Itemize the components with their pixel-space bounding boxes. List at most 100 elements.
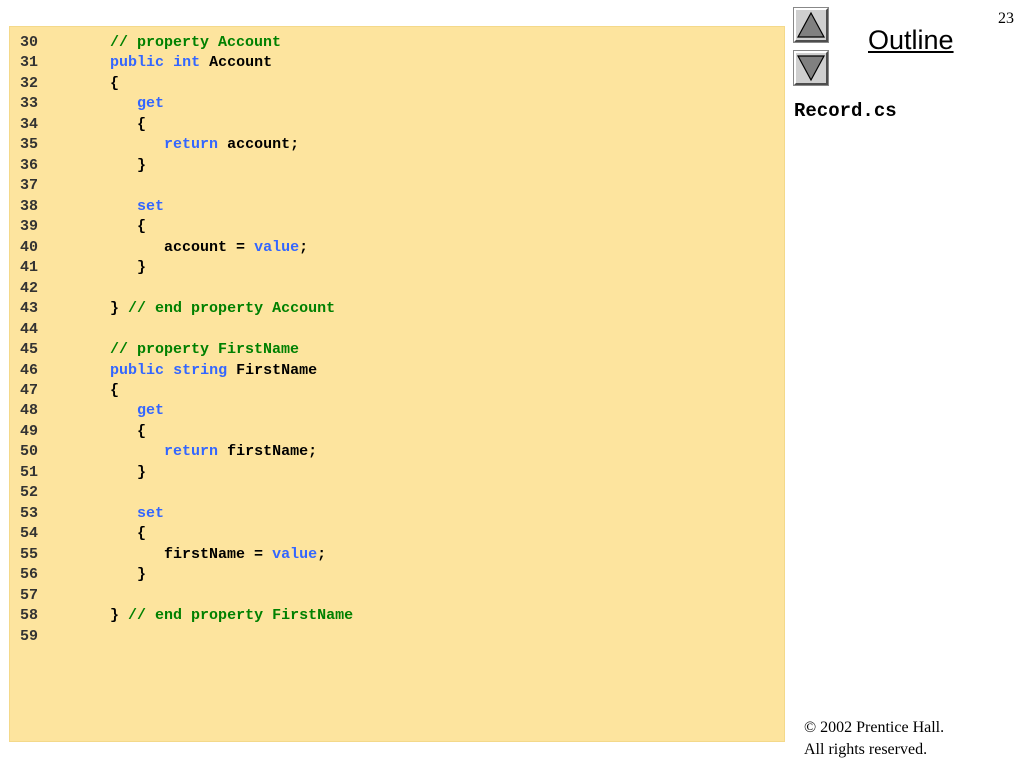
- line-number: 54: [20, 525, 39, 543]
- line-number: 31: [20, 54, 39, 72]
- code-line: 47 {: [20, 381, 353, 401]
- line-number: 59: [20, 627, 39, 645]
- line-number: 38: [20, 197, 39, 215]
- code-line: 30 // property Account: [20, 33, 353, 53]
- code-line: 41 }: [20, 258, 353, 278]
- code-line: 44: [20, 320, 353, 340]
- code-text: }: [137, 156, 147, 174]
- code-text: {: [137, 218, 147, 236]
- code-text: {: [137, 422, 147, 440]
- line-number: 51: [20, 463, 39, 481]
- code-line: 38 set: [20, 197, 353, 217]
- code-text: {: [137, 115, 147, 133]
- code-text: }: [137, 566, 147, 584]
- line-number: 47: [20, 381, 39, 399]
- code-line: 37: [20, 176, 353, 196]
- code-comment: // property FirstName: [110, 341, 300, 359]
- triangle-down-icon: [796, 55, 826, 82]
- code-line: 32 {: [20, 74, 353, 94]
- code-line: 54 {: [20, 524, 353, 544]
- line-number: 35: [20, 136, 39, 154]
- code-line: 58 } // end property FirstName: [20, 606, 353, 626]
- code-text: {: [110, 74, 120, 92]
- code-line: 31 public int Account: [20, 53, 353, 73]
- code-line: 56 }: [20, 565, 353, 585]
- line-number: 39: [20, 218, 39, 236]
- code-keyword: set: [137, 504, 165, 522]
- code-text: Account: [200, 54, 273, 72]
- line-number: 57: [20, 586, 39, 604]
- line-number: 50: [20, 443, 39, 461]
- code-line: 45 // property FirstName: [20, 340, 353, 360]
- code-text: FirstName: [227, 361, 318, 379]
- line-number: 33: [20, 95, 39, 113]
- code-keyword: string: [173, 361, 228, 379]
- line-number: 55: [20, 545, 39, 563]
- code-text: }: [137, 463, 147, 481]
- code-line: 59: [20, 627, 353, 647]
- code-line: 36 }: [20, 156, 353, 176]
- code-line: 39 {: [20, 217, 353, 237]
- line-number: 37: [20, 177, 39, 195]
- code-keyword: public: [110, 361, 165, 379]
- code-line: 46 public string FirstName: [20, 361, 353, 381]
- copyright-line-1: © 2002 Prentice Hall.: [804, 719, 945, 736]
- code-keyword: set: [137, 197, 165, 215]
- code-keyword: public: [110, 54, 165, 72]
- page-number: 23: [998, 10, 1014, 27]
- code-comment: // end property Account: [128, 300, 336, 318]
- code-line: 42: [20, 279, 353, 299]
- code-text: {: [110, 381, 120, 399]
- code-line: 43 } // end property Account: [20, 299, 353, 319]
- code-text: firstName;: [218, 443, 318, 461]
- line-number: 43: [20, 300, 39, 318]
- code-comment: // end property FirstName: [128, 607, 354, 625]
- line-number: 46: [20, 361, 39, 379]
- code-text: }: [110, 607, 129, 625]
- triangle-up-icon: [796, 11, 826, 38]
- line-number: 32: [20, 74, 39, 92]
- code-text: }: [110, 300, 129, 318]
- code-line: 50 return firstName;: [20, 442, 353, 462]
- code-text: account =: [164, 238, 255, 256]
- line-number: 34: [20, 115, 39, 133]
- code-line: 51 }: [20, 463, 353, 483]
- code-line: 49 {: [20, 422, 353, 442]
- code-keyword: return: [164, 136, 219, 154]
- line-number: 30: [20, 34, 39, 51]
- code-keyword: int: [173, 54, 201, 72]
- next-slide-button[interactable]: [793, 50, 829, 86]
- line-number: 49: [20, 422, 39, 440]
- line-number: 52: [20, 484, 39, 502]
- code-text: firstName =: [164, 545, 273, 563]
- code-line: 48 get: [20, 401, 353, 421]
- code-text: }: [137, 259, 147, 277]
- previous-slide-button[interactable]: [793, 7, 829, 43]
- line-number: 45: [20, 341, 39, 359]
- line-number: 56: [20, 566, 39, 584]
- line-number: 44: [20, 320, 39, 338]
- code-text: ;: [317, 545, 327, 563]
- code-keyword: get: [137, 402, 165, 420]
- code-keyword: get: [137, 95, 165, 113]
- code-line: 57: [20, 586, 353, 606]
- code-comment: // property Account: [110, 34, 282, 51]
- code-line: 33 get: [20, 94, 353, 114]
- code-keyword: value: [254, 238, 300, 256]
- code-text: [164, 362, 173, 379]
- code-text: [164, 54, 173, 71]
- code-keyword: value: [272, 545, 318, 563]
- line-number: 48: [20, 402, 39, 420]
- code-line: 34 {: [20, 115, 353, 135]
- code-text: {: [137, 525, 147, 543]
- file-name-label: Record.cs: [794, 100, 897, 122]
- copyright-notice: © 2002 Prentice Hall. All rights reserve…: [804, 717, 944, 761]
- line-number: 42: [20, 279, 39, 297]
- code-line: 53 set: [20, 504, 353, 524]
- code-text: account;: [218, 136, 300, 154]
- line-number: 36: [20, 156, 39, 174]
- outline-link[interactable]: Outline: [868, 25, 954, 55]
